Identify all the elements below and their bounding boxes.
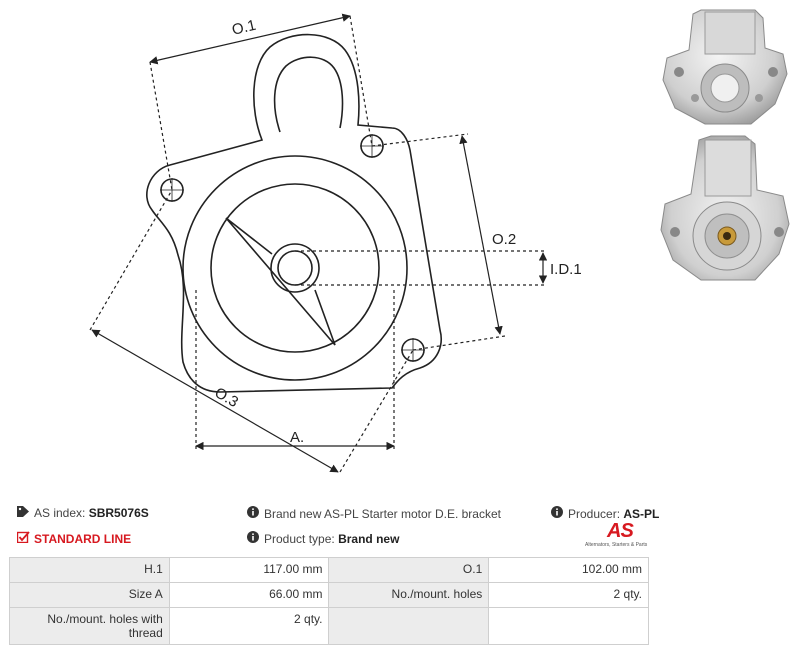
standard-line-badge: STANDARD LINE [16, 531, 131, 546]
spec-value: 102.00 mm [488, 557, 649, 583]
spec-value: 66.00 mm [168, 582, 330, 608]
info-icon [246, 506, 260, 521]
dim-id1-label: I.D.1 [550, 261, 582, 278]
spec-label: Size A [9, 582, 170, 608]
table-row: No./mount. holes with thread 2 qty. [9, 607, 649, 645]
dim-o2-label: O.2 [492, 231, 516, 248]
table-row: Size A 66.00 mm No./mount. holes 2 qty. [9, 582, 649, 608]
standard-line-text: STANDARD LINE [34, 532, 132, 546]
spec-label: No./mount. holes with thread [9, 607, 170, 645]
center-bore-outer [270, 243, 320, 293]
producer-label: Producer: [568, 507, 621, 521]
dim-a-label: A. [290, 429, 304, 446]
tag-icon [16, 506, 30, 520]
producer: Producer: AS-PL [550, 506, 659, 521]
as-index-label: AS index: [34, 506, 86, 520]
product-type: Product type: Brand new [246, 531, 399, 546]
dim-o3-label: O.3 [212, 384, 241, 411]
center-bore-inner [277, 250, 313, 286]
table-row: H.1 117.00 mm O.1 102.00 mm [9, 557, 649, 583]
spec-value-empty [488, 607, 649, 645]
product-type-label: Product type: [264, 532, 335, 546]
sector-cutout [225, 217, 336, 346]
logo-mark: AS [607, 520, 634, 542]
spec-label: O.1 [328, 557, 490, 583]
info-icon [246, 531, 260, 546]
checkbox-checked-icon [16, 531, 30, 546]
spec-label-empty [328, 607, 490, 645]
spec-label: No./mount. holes [328, 582, 490, 608]
logo-tagline: Alternators, Starters & Parts [585, 542, 648, 548]
technical-drawing: O.1 O.2 O.3 A. I.D.1 [89, 13, 582, 473]
housing-inner-circle [210, 183, 380, 353]
product-description: Brand new AS-PL Starter motor D.E. brack… [246, 506, 501, 521]
bracket-outline [146, 33, 442, 393]
producer-value: AS-PL [623, 507, 660, 521]
spec-value: 117.00 mm [168, 557, 330, 583]
lug-inner-loop [273, 56, 344, 133]
product-type-value: Brand new [338, 532, 400, 546]
as-pl-logo: AS Alternators, Starters & Parts [585, 520, 651, 552]
description-text: Brand new AS-PL Starter motor D.E. brack… [264, 507, 501, 521]
as-index-value: SBR5076S [88, 506, 149, 520]
dim-o1-line [149, 13, 351, 65]
housing-outer-circle [182, 155, 408, 381]
info-icon [550, 506, 564, 521]
product-photo-front[interactable] [655, 134, 795, 284]
spec-value: 2 qty. [168, 607, 330, 645]
spec-label: H.1 [9, 557, 170, 583]
product-photo-side[interactable] [655, 4, 795, 128]
dim-o2-line [459, 135, 503, 335]
as-index: AS index: SBR5076S [16, 506, 149, 520]
dim-o1-label: O.1 [230, 17, 257, 39]
spec-value: 2 qty. [488, 582, 649, 608]
specs-table: H.1 117.00 mm O.1 102.00 mm Size A 66.00… [9, 557, 649, 645]
